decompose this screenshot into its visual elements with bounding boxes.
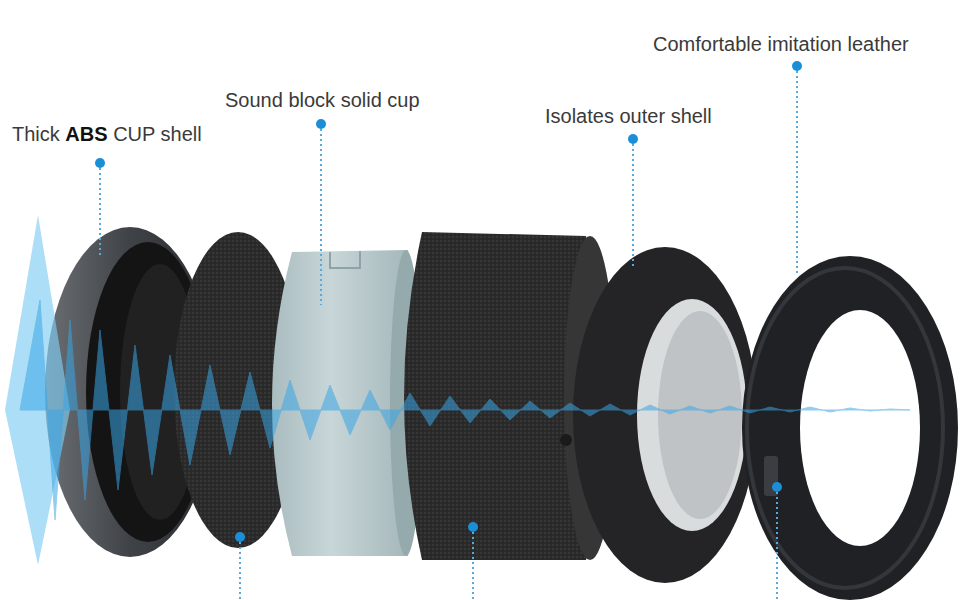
part-label: Comfortable imitation leather — [653, 32, 909, 56]
part-label: Thick ABS CUP shell — [12, 122, 202, 146]
sound-wave — [5, 215, 910, 565]
part-label: Isolates outer shell — [545, 104, 712, 128]
leather-cushion — [742, 256, 958, 600]
leader-lines — [100, 71, 797, 600]
part-label: Sound block solid cup — [225, 88, 420, 112]
leader-dots — [95, 61, 802, 542]
